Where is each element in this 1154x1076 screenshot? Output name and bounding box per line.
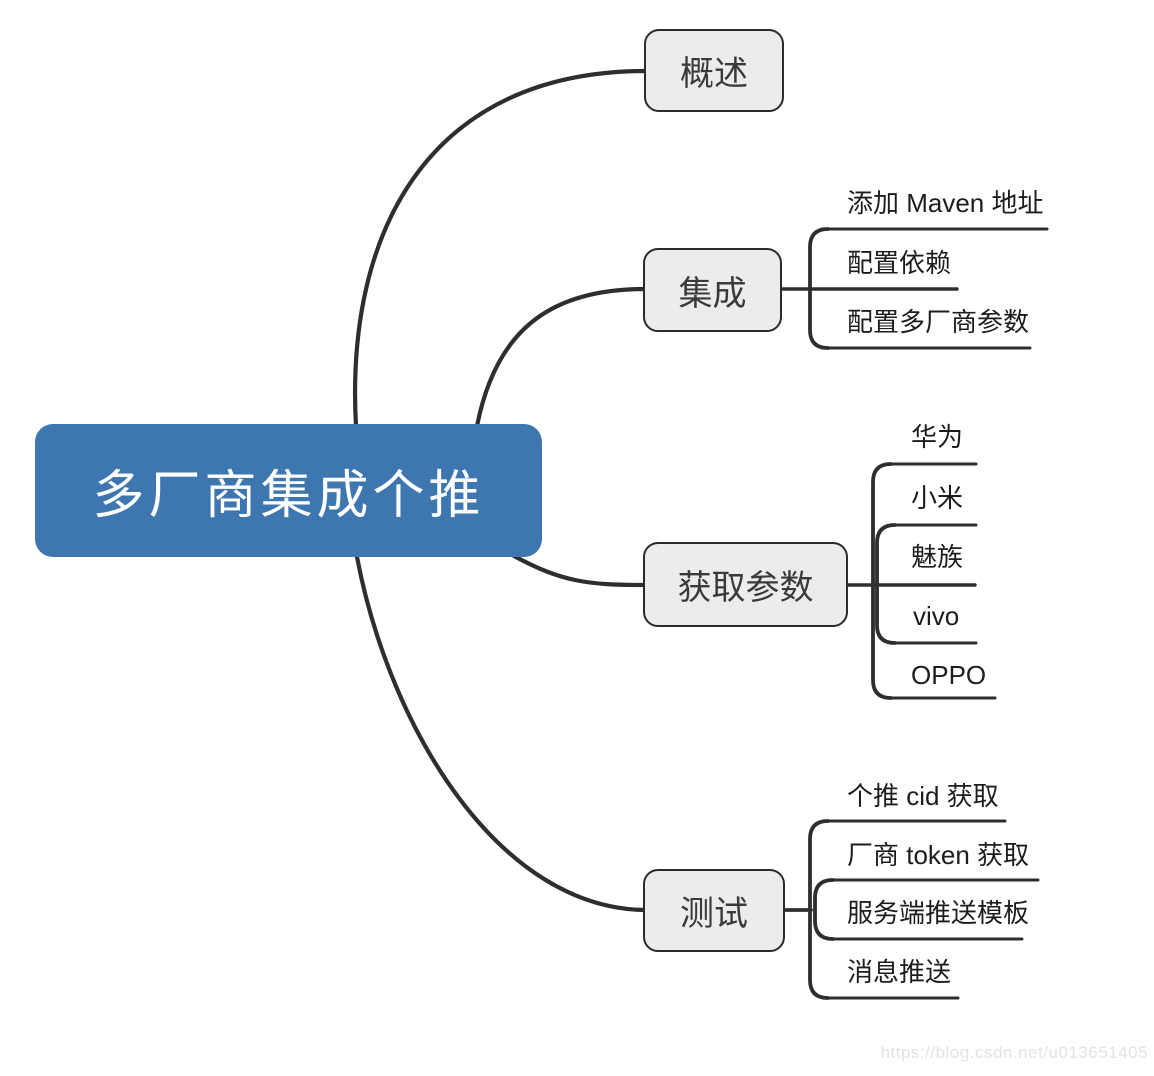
branch-params[interactable]: 获取参数 [643,542,848,627]
leaf-huawei[interactable]: 华为 [911,422,964,452]
leaf-oppo[interactable]: OPPO [911,660,987,690]
branch-integration[interactable]: 集成 [643,248,782,332]
branch-integration-label: 集成 [678,274,747,313]
leaf-meizu[interactable]: 魅族 [911,542,964,572]
branch-params-label: 获取参数 [677,569,814,607]
leaf-vendor-token[interactable]: 厂商 token 获取 [847,840,1030,870]
brace-test-outer [808,819,830,1000]
leaf-vivo[interactable]: vivo [913,601,960,631]
edge-root-integration [474,286,648,429]
leaf-config-vendor-params[interactable]: 配置多厂商参数 [847,307,1030,337]
leaf-add-maven[interactable]: 添加 Maven 地址 [847,188,1044,218]
brace-integration-outer [808,227,830,350]
branch-test[interactable]: 测试 [643,869,785,952]
branch-overview-label: 概述 [680,55,748,93]
leaf-getui-cid[interactable]: 个推 cid 获取 [847,781,999,811]
leaf-config-dependency[interactable]: 配置依赖 [847,248,952,278]
branch-test-label: 测试 [680,895,748,933]
edge-root-overview [353,68,649,429]
edge-root-params [511,553,648,588]
brace-params-inner [875,523,897,645]
brace-params-outer [871,462,893,700]
leaf-message-push[interactable]: 消息推送 [847,957,952,987]
root-topic[interactable]: 多厂商集成个推 [35,424,542,557]
root-topic-label: 多厂商集成个推 [92,467,485,525]
leaf-xiaomi[interactable]: 小米 [911,483,964,513]
watermark: https://blog.csdn.net/u013651405 [880,1043,1148,1062]
branch-overview[interactable]: 概述 [644,29,784,112]
edge-root-test [354,554,650,913]
leaf-server-push-template[interactable]: 服务端推送模板 [847,898,1030,928]
brace-test-inner [813,878,835,941]
